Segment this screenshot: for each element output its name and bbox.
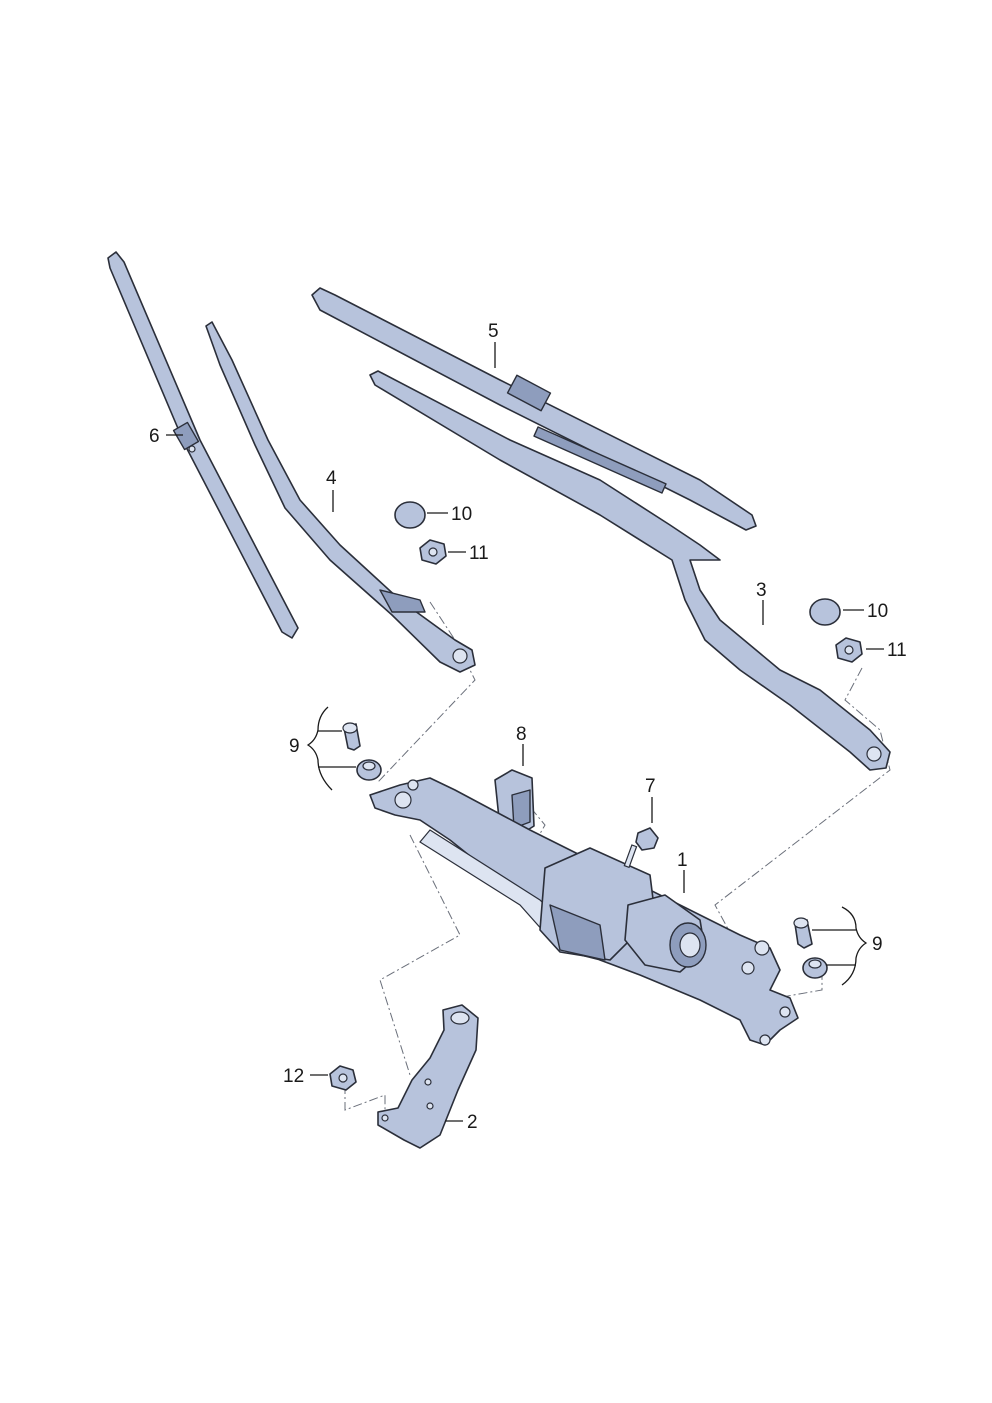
leader-9a-brace [306, 706, 333, 791]
callout-4: 4 [326, 468, 337, 489]
callout-labels: 1 2 3 4 5 6 7 8 9 9 10 10 11 11 12 [149, 321, 907, 1133]
callout-6: 6 [149, 426, 160, 447]
callout-9-right: 9 [872, 934, 883, 955]
screw-left [342, 722, 361, 751]
wiper-blade-right [311, 287, 757, 531]
wiper-linkage-with-motor [369, 777, 799, 1046]
leader-lines [166, 342, 884, 1122]
cap-left [394, 501, 426, 529]
assembly-line-nut-12 [344, 1085, 386, 1120]
callout-11-right: 11 [887, 640, 907, 661]
assembly-line-arm-4 [377, 601, 476, 783]
callout-7: 7 [645, 776, 656, 797]
callout-9-left: 9 [289, 736, 300, 757]
callout-11-left: 11 [469, 543, 489, 564]
callout-10-left: 10 [451, 504, 472, 525]
screw-right [793, 917, 813, 949]
callout-5: 5 [488, 321, 499, 342]
callout-1: 1 [677, 850, 688, 871]
nut-right [835, 637, 863, 663]
callout-12: 12 [283, 1066, 304, 1087]
callout-10-right: 10 [867, 601, 888, 622]
nut-bracket [329, 1065, 357, 1091]
callout-8: 8 [516, 724, 527, 745]
leader-9b-brace [841, 906, 868, 986]
nut-left [419, 539, 447, 565]
grommet-right [802, 957, 828, 979]
cap-right [809, 598, 841, 626]
grommet-left [356, 759, 382, 781]
mounting-bracket [377, 1004, 479, 1149]
wiper-blade-left [107, 251, 299, 639]
wiper-arm-right [369, 370, 891, 771]
callout-3: 3 [756, 580, 767, 601]
rubber-plug [635, 827, 659, 851]
wiper-arm-left [205, 321, 476, 673]
assembly-line-bracket [379, 834, 461, 1076]
callout-2: 2 [467, 1112, 478, 1133]
